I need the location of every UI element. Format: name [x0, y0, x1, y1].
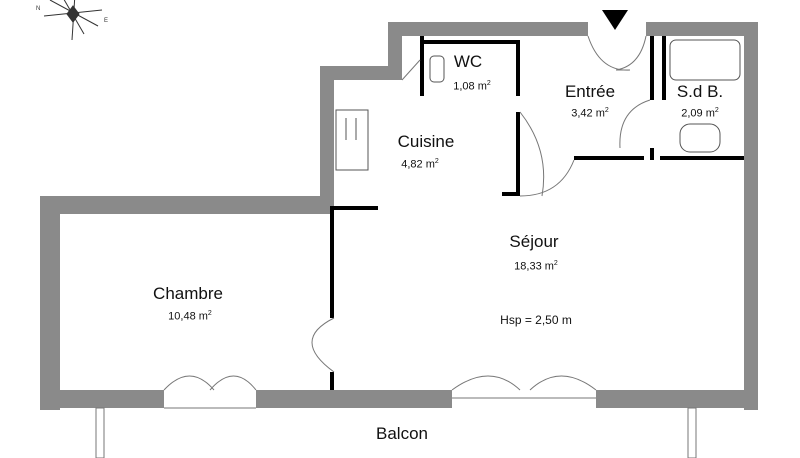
door-swings: [163, 35, 651, 391]
area-unit-exponent: 2: [714, 107, 719, 114]
area-unit-exponent: 2: [604, 107, 609, 114]
room-area-wc: 1,08 m2: [453, 80, 491, 93]
room-area-sejour: 18,33 m2: [514, 260, 558, 273]
interior-walls: [330, 36, 744, 390]
room-name-entree: Entrée: [564, 82, 616, 101]
area-value: 18,33 m: [514, 260, 554, 273]
compass-rose-icon: N E: [36, 0, 108, 41]
room-area-sdb: 2,09 m2: [681, 107, 719, 120]
entrance-arrow-icon: [602, 10, 628, 30]
area-unit-exponent: 2: [207, 310, 212, 317]
room-name-sdb: S.d B.: [676, 82, 724, 101]
area-value: 1,08 m: [453, 80, 487, 93]
toilet-icon: [429, 55, 445, 83]
area-unit-exponent: 2: [486, 80, 491, 87]
svg-text:N: N: [36, 6, 40, 12]
svg-text:E: E: [104, 18, 108, 24]
area-value: 3,42 m: [571, 107, 605, 120]
washbasin-icon: [679, 123, 721, 153]
area-value: 10,48 m: [168, 310, 208, 323]
area-unit-exponent: 2: [553, 260, 558, 267]
balcony-label: Balcon: [376, 424, 428, 443]
area-unit-exponent: 2: [434, 158, 439, 165]
room-name-cuisine: Cuisine: [397, 132, 455, 151]
kitchen-counter-icon: [335, 109, 369, 171]
balcony-railing: [95, 397, 697, 458]
room-area-cuisine: 4,82 m2: [401, 158, 439, 171]
area-value: 4,82 m: [401, 158, 435, 171]
area-value: 2,09 m: [681, 107, 715, 120]
bathtub-icon: [669, 39, 741, 81]
room-name-wc: WC: [453, 52, 483, 71]
room-name-chambre: Chambre: [153, 284, 223, 303]
room-area-entree: 3,42 m2: [571, 107, 609, 120]
fixtures: [335, 39, 741, 171]
ceiling-height: Hsp = 2,50 m: [500, 313, 572, 327]
room-area-chambre: 10,48 m2: [168, 310, 212, 323]
exterior-walls: [40, 22, 758, 410]
room-name-sejour: Séjour: [509, 232, 559, 251]
